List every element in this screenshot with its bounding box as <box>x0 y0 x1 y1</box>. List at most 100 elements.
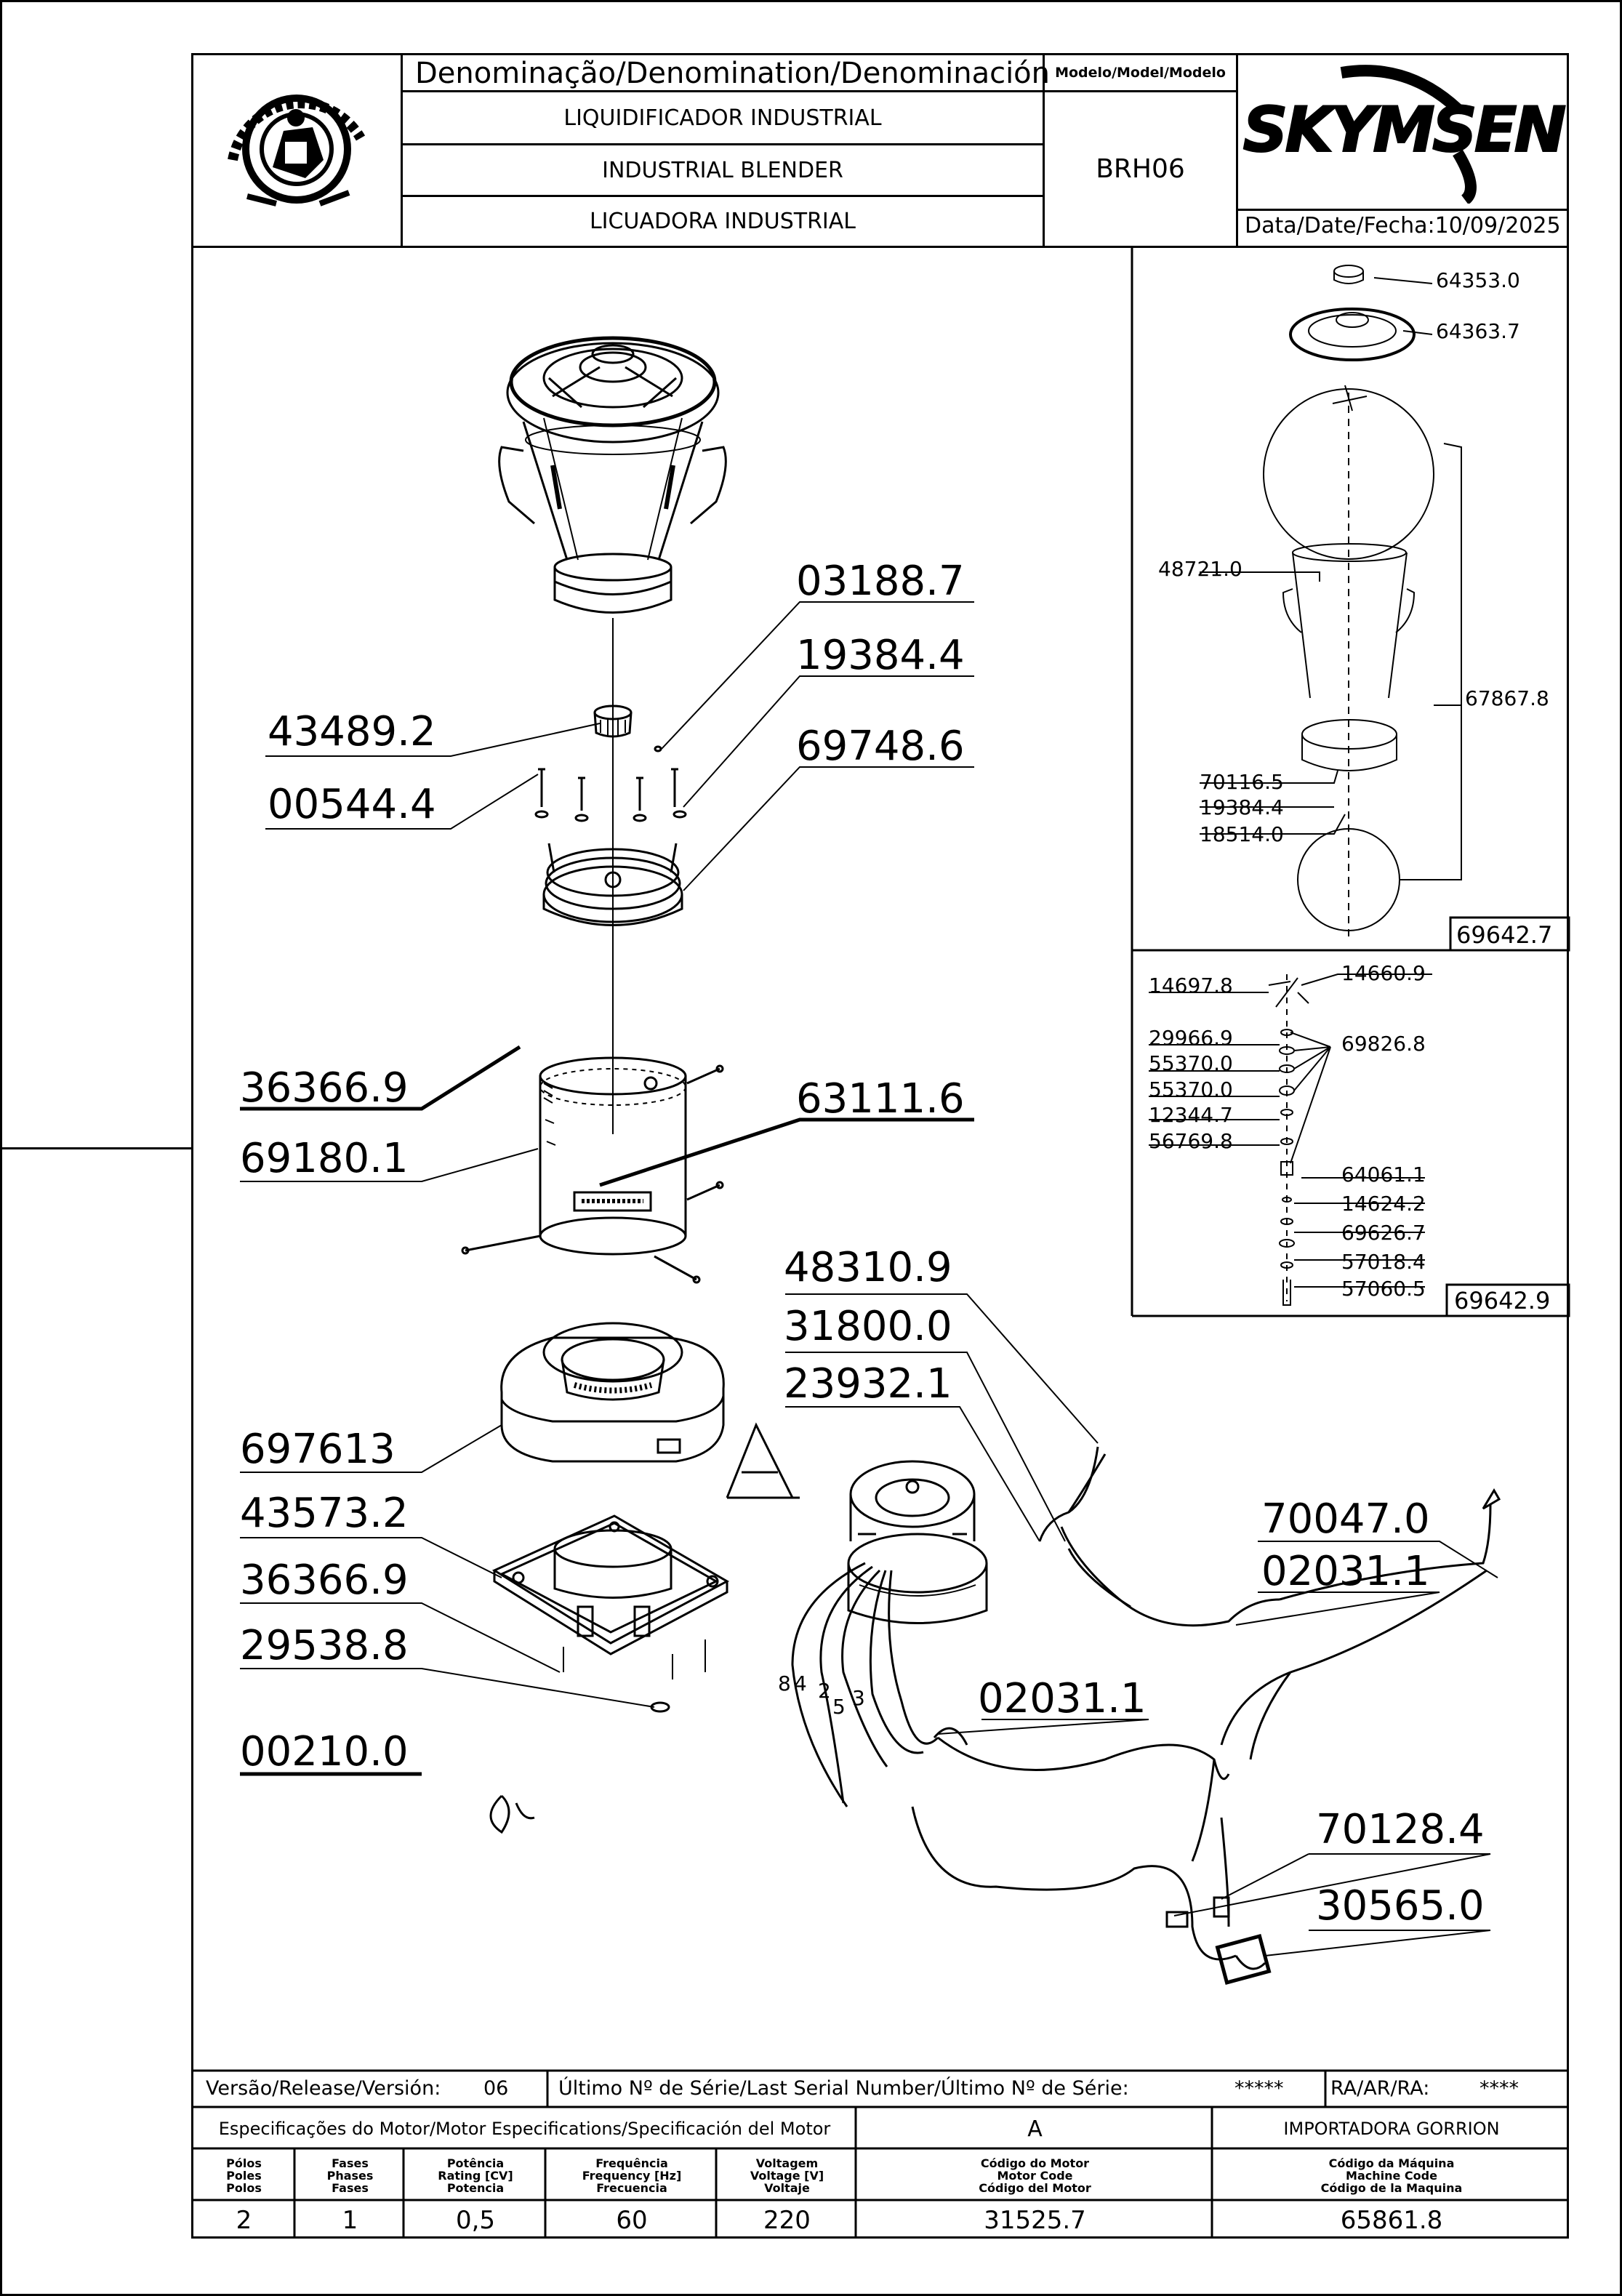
brand-text: SKYMSEN <box>1242 94 1565 166</box>
col-rating-en: Rating [CV] <box>438 2168 513 2183</box>
detail-70116: 70116.5 <box>1200 770 1284 794</box>
callout-36366-a: 36366.9 <box>240 1064 409 1112</box>
callout-31800: 31800.0 <box>784 1303 952 1350</box>
jar-assembly <box>498 336 727 614</box>
product-name-es: LICUADORA INDUSTRIAL <box>589 209 856 234</box>
callout-43489: 43489.2 <box>268 708 436 755</box>
product-name-en: INDUSTRIAL BLENDER <box>602 157 843 183</box>
denomination-label: Denominação/Denomination/Denominación <box>415 57 1051 90</box>
voltage-value: 220 <box>763 2206 811 2235</box>
callout-19384: 19384.4 <box>796 632 965 679</box>
col-motor-code-head: Código do Motor Motor Code Código del Mo… <box>858 2151 1212 2200</box>
group-69642-7: 69642.7 <box>1456 921 1552 949</box>
callout-29538: 29538.8 <box>240 1622 409 1669</box>
ra-value: **** <box>1480 2077 1519 2100</box>
serial-label: Último Nº de Série/Last Serial Number/Úl… <box>558 2077 1129 2100</box>
detail-57018: 57018.4 <box>1341 1250 1426 1274</box>
wire-3: 3 <box>852 1686 865 1710</box>
callout-69180: 69180.1 <box>240 1135 409 1182</box>
importer-name: IMPORTADORA GORRION <box>1283 2119 1500 2139</box>
frequency-value: 60 <box>616 2206 648 2235</box>
col-freq-head: Frequência Frequency [Hz] Frecuencia <box>547 2151 716 2200</box>
detail-56769: 56769.8 <box>1149 1129 1233 1153</box>
col-motor-code-es: Código del Motor <box>979 2180 1091 2195</box>
callout-36366-b: 36366.9 <box>240 1557 409 1604</box>
col-voltage-head: Voltagem Voltage [V] Voltaje <box>718 2151 856 2200</box>
detail-64353: 64353.0 <box>1436 268 1520 292</box>
detail-55370-b: 55370.0 <box>1149 1077 1233 1101</box>
col-phases-en: Phases <box>326 2168 374 2183</box>
base-housing <box>500 1322 725 1463</box>
hdr-h2 <box>401 143 1043 145</box>
detail-12344: 12344.7 <box>1149 1103 1233 1127</box>
coupling-part <box>593 705 633 738</box>
col-poles-pt: Pólos <box>226 2156 262 2170</box>
col-machine-code-es: Código de la Maquina <box>1320 2180 1463 2195</box>
group-box-top <box>1449 916 1570 952</box>
callout-02031-b: 02031.1 <box>978 1675 1147 1722</box>
callout-30565: 30565.0 <box>1316 1882 1485 1930</box>
callout-02031-a: 02031.1 <box>1261 1548 1430 1595</box>
callout-00544: 00544.4 <box>268 781 436 828</box>
col-rating-pt: Potência <box>446 2156 505 2170</box>
detail-bottom-labels: 14697.8 14660.9 29966.9 55370.0 55370.0 … <box>1149 961 1550 1314</box>
connector-70128 <box>1165 1911 1189 1928</box>
detail-69826: 69826.8 <box>1341 1032 1426 1056</box>
callout-63111: 63111.6 <box>796 1075 965 1123</box>
bottom-cover <box>491 1514 730 1713</box>
callout-00210: 00210.0 <box>240 1728 409 1775</box>
wire-8: 8 <box>778 1671 791 1695</box>
col-phases-es: Fases <box>332 2180 369 2195</box>
col-voltage-pt: Voltagem <box>755 2156 819 2170</box>
wire-2: 2 <box>818 1679 831 1703</box>
col-phases-head: Fases Phases Fases <box>297 2151 404 2200</box>
detail-48721: 48721.0 <box>1158 557 1242 581</box>
serial-value: ***** <box>1234 2077 1284 2100</box>
wire-number-labels: 8 4 2 5 3 <box>778 1671 865 1719</box>
rating-value: 0,5 <box>455 2206 496 2235</box>
poles-value: 2 <box>236 2206 252 2235</box>
phases-value: 1 <box>342 2206 358 2235</box>
detail-19384: 19384.4 <box>1200 795 1284 819</box>
ra-label: RA/AR/RA: <box>1330 2077 1430 2100</box>
main-callouts: 03188.7 19384.4 69748.6 43489.2 00544.4 … <box>240 558 1485 1930</box>
date-block: Data/Date/Fecha:10/09/2025 <box>1245 213 1561 238</box>
power-plug-icon <box>1482 1488 1501 1510</box>
view-label-a-text: A <box>724 1410 784 1512</box>
hdr-v3 <box>1236 53 1238 248</box>
group-box-bottom <box>1445 1283 1570 1317</box>
connector-70128b <box>1213 1896 1230 1918</box>
detail-bottom-drawing <box>1149 974 1432 1306</box>
col-poles-en: Poles <box>226 2168 262 2183</box>
group-69642-9: 69642.9 <box>1454 1287 1550 1314</box>
col-machine-code-pt: Código da Máquina <box>1328 2156 1455 2170</box>
col-freq-pt: Frequência <box>595 2156 668 2170</box>
callout-697613: 697613 <box>240 1426 396 1473</box>
wire-5: 5 <box>832 1695 846 1719</box>
frame-margin-line <box>0 1147 193 1149</box>
hdr-line-bottom <box>191 246 1569 248</box>
footer-grid <box>191 2069 1569 2239</box>
detail-69626: 69626.7 <box>1341 1221 1426 1245</box>
col-voltage-es: Voltaje <box>764 2180 810 2195</box>
release-value: 06 <box>483 2077 509 2100</box>
motor-wire-bundle <box>791 1446 1492 1970</box>
motor-code-value: 31525.7 <box>984 2206 1086 2235</box>
col-voltage-en: Voltage [V] <box>750 2168 824 2183</box>
callout-48310: 48310.9 <box>784 1244 952 1291</box>
col-rating-es: Potencia <box>446 2180 505 2195</box>
release-label: Versão/Release/Versión: <box>206 2077 441 2100</box>
col-phases-pt: Fases <box>332 2156 369 2170</box>
motor-type: A <box>1027 2116 1043 2142</box>
leader-lines <box>240 601 1498 1956</box>
hdr-v2 <box>1043 53 1045 248</box>
hdr-h3 <box>401 195 1043 197</box>
detail-57060: 57060.5 <box>1341 1277 1426 1301</box>
model-value: BRH06 <box>1096 154 1185 184</box>
machine-code-value: 65861.8 <box>1340 2206 1443 2235</box>
col-motor-code-pt: Código do Motor <box>980 2156 1090 2170</box>
col-poles-head: Pólos Poles Polos <box>193 2151 294 2200</box>
callout-69748: 69748.6 <box>796 723 965 770</box>
spring-part <box>489 1794 535 1834</box>
drawing-border <box>191 53 1569 2239</box>
